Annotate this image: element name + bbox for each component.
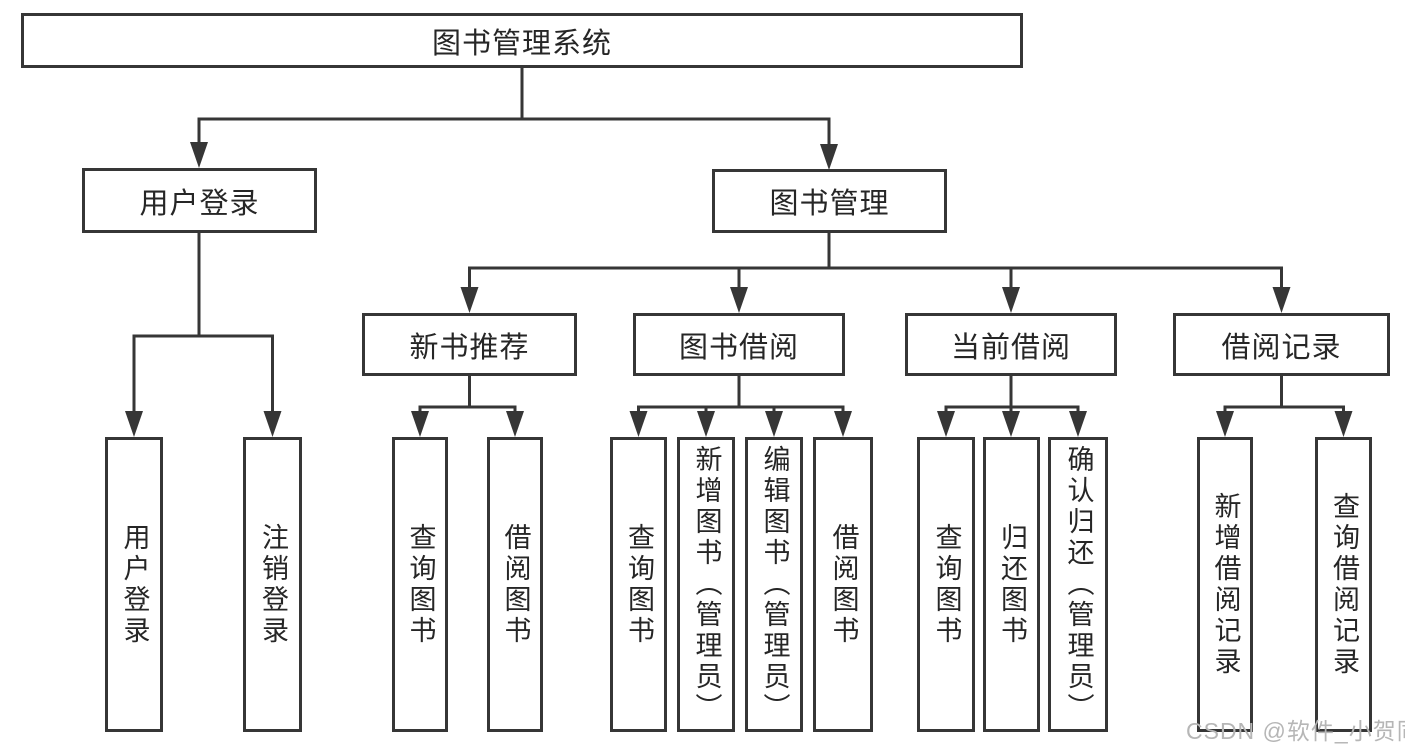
node-book-mgmt: 图书管理 [712, 169, 947, 233]
node-root: 图书管理系统 [21, 13, 1023, 68]
node-edit-book-admin: 编辑图书（管理员） [745, 437, 803, 732]
node-borrow-books-2: 借阅图书 [813, 437, 873, 732]
watermark: CSDN @软件_小贺同学 [1186, 718, 1405, 744]
connector-current-borrow [937, 374, 1087, 437]
node-user-login: 用户登录 [82, 168, 317, 233]
connector-new-books [411, 374, 524, 437]
node-logout: 注销登录 [243, 437, 302, 732]
connector-borrow-records [1216, 374, 1353, 437]
node-add-book-admin: 新增图书（管理员） [677, 437, 735, 732]
connector-root [190, 66, 838, 170]
connector-book-borrow [629, 374, 852, 437]
node-query-borrow-record: 查询借阅记录 [1315, 437, 1372, 732]
node-add-borrow-record: 新增借阅记录 [1197, 437, 1253, 732]
node-new-books: 新书推荐 [362, 313, 577, 376]
node-current-borrow: 当前借阅 [905, 313, 1117, 376]
node-query-books-2: 查询图书 [610, 437, 667, 732]
node-query-books-3: 查询图书 [917, 437, 975, 732]
node-query-books-1: 查询图书 [392, 437, 448, 732]
connector-book-mgmt [460, 231, 1291, 313]
node-user-login-leaf: 用户登录 [105, 437, 163, 732]
connector-user-login [125, 231, 282, 437]
node-borrow-books-1: 借阅图书 [487, 437, 543, 732]
node-confirm-return-admin: 确认归还（管理员） [1048, 437, 1108, 732]
node-borrow-records: 借阅记录 [1173, 313, 1390, 376]
node-book-borrow: 图书借阅 [633, 313, 845, 376]
node-return-book: 归还图书 [983, 437, 1040, 732]
